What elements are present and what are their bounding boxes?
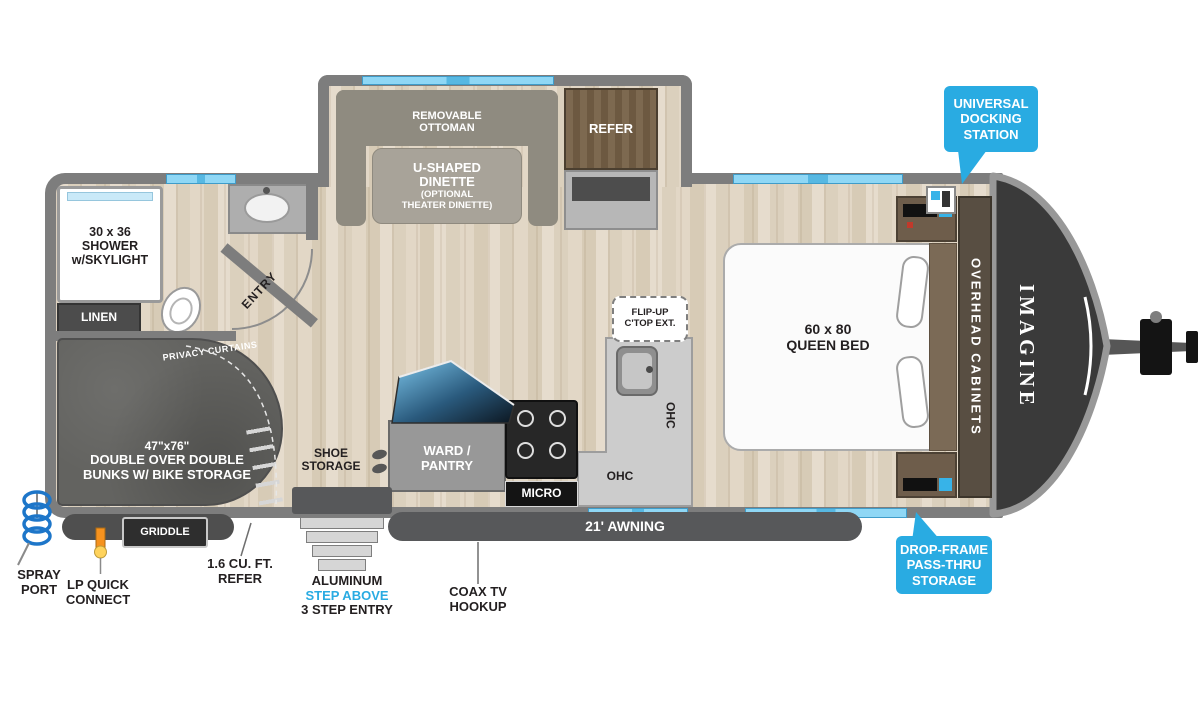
nightstand-item bbox=[907, 222, 913, 228]
lp-connect-icon-tip bbox=[94, 545, 107, 559]
entry-step-platform bbox=[292, 487, 392, 514]
vanity-sink bbox=[244, 193, 290, 223]
dinette-table bbox=[372, 148, 522, 224]
coax-tv-hookup-label: COAX TV HOOKUP bbox=[449, 584, 507, 614]
docking-station-port bbox=[942, 191, 950, 207]
shower bbox=[57, 186, 163, 303]
overhead-cabinets bbox=[958, 196, 992, 498]
window-slideout-top bbox=[362, 76, 554, 85]
stove-burner bbox=[517, 442, 534, 459]
nightstand-item bbox=[903, 478, 937, 491]
stove-burner bbox=[549, 410, 566, 427]
stove-burner bbox=[549, 442, 566, 459]
universal-docking-station-callout: UNIVERSAL DOCKING STATION bbox=[944, 86, 1038, 152]
entry-step-tread bbox=[318, 559, 366, 571]
bunk-label: 47"x76" DOUBLE OVER DOUBLE BUNKS W/ BIKE… bbox=[82, 438, 252, 482]
entry-step-tread bbox=[306, 531, 378, 543]
refer-counter-drawer bbox=[572, 177, 650, 201]
tongue-jack bbox=[1140, 319, 1172, 375]
bath-wall-stub bbox=[306, 184, 318, 240]
entry-step-tread bbox=[300, 517, 384, 529]
spray-port-coil bbox=[22, 526, 52, 546]
linen-cabinet bbox=[57, 303, 141, 333]
stove-burner bbox=[517, 410, 534, 427]
nightstand-item bbox=[939, 478, 952, 491]
docking-station-box bbox=[926, 186, 956, 214]
bath-bunk-wall bbox=[50, 331, 236, 341]
ohc-vertical-label: OHC bbox=[663, 401, 678, 429]
linen-label: LINEN bbox=[81, 310, 117, 325]
dinette-bench-top bbox=[336, 90, 558, 146]
dinette-bench-right bbox=[528, 90, 558, 226]
hitch-coupler bbox=[1186, 331, 1198, 363]
ward-pantry bbox=[388, 420, 506, 492]
step-entry-label: ALUMINUM STEP ABOVE 3 STEP ENTRY bbox=[301, 573, 393, 618]
hitch-bar bbox=[1102, 339, 1192, 355]
exterior-refer-label: 1.6 CU. FT. REFER bbox=[207, 556, 273, 586]
entry-step-tread bbox=[312, 545, 372, 557]
ohc-horizontal-label: OHC bbox=[606, 469, 634, 484]
griddle bbox=[122, 517, 208, 548]
dinette-bench-left bbox=[336, 90, 366, 226]
flip-up-label: FLIP-UP C'TOP EXT. bbox=[624, 307, 676, 329]
queen-bed-label: 60 x 80 QUEEN BED bbox=[786, 321, 870, 353]
imagine-logo: IMAGINE bbox=[1014, 283, 1039, 409]
spray-leader-line bbox=[17, 542, 30, 566]
shower-label: 30 x 36 SHOWER w/SKYLIGHT bbox=[71, 225, 149, 267]
flip-up-countertop bbox=[612, 296, 688, 342]
refer-leader-line bbox=[240, 522, 252, 557]
awning-label: 21' AWNING bbox=[585, 517, 665, 534]
bed-headboard bbox=[929, 243, 957, 451]
microwave-label: MICRO bbox=[521, 486, 562, 501]
spray-port-coil bbox=[22, 514, 52, 534]
shower-skylight bbox=[67, 192, 153, 201]
vanity-faucet bbox=[263, 187, 270, 194]
drop-frame-storage-callout: DROP-FRAME PASS-THRU STORAGE bbox=[896, 536, 992, 594]
window-bath-top bbox=[166, 174, 236, 184]
window-bedroom-top bbox=[733, 174, 903, 184]
refrigerator bbox=[564, 88, 658, 170]
nightstand bbox=[896, 452, 957, 498]
dinette-label: U-SHAPED DINETTE (OPTIONAL THEATER DINET… bbox=[401, 159, 493, 211]
lp-quick-connect-label: LP QUICK CONNECT bbox=[65, 577, 131, 607]
spray-port-label: SPRAY PORT bbox=[17, 567, 61, 597]
shoe-storage-label: SHOE STORAGE bbox=[301, 445, 361, 473]
docking-station-port bbox=[931, 191, 940, 200]
refrigerator-label: REFER bbox=[588, 120, 634, 136]
griddle-label: GRIDDLE bbox=[140, 526, 190, 539]
jack-knob bbox=[1150, 311, 1162, 323]
cap-accent-line bbox=[1083, 296, 1093, 396]
ottoman-label: REMOVABLE OTTOMAN bbox=[412, 109, 482, 134]
awning-bar bbox=[388, 512, 862, 541]
overhead-cabinets-label: OVERHEAD CABINETS bbox=[968, 258, 984, 436]
stove bbox=[505, 400, 578, 479]
microwave bbox=[505, 481, 578, 507]
ward-pantry-label: WARD / PANTRY bbox=[421, 443, 473, 473]
kitchen-faucet bbox=[646, 366, 653, 373]
